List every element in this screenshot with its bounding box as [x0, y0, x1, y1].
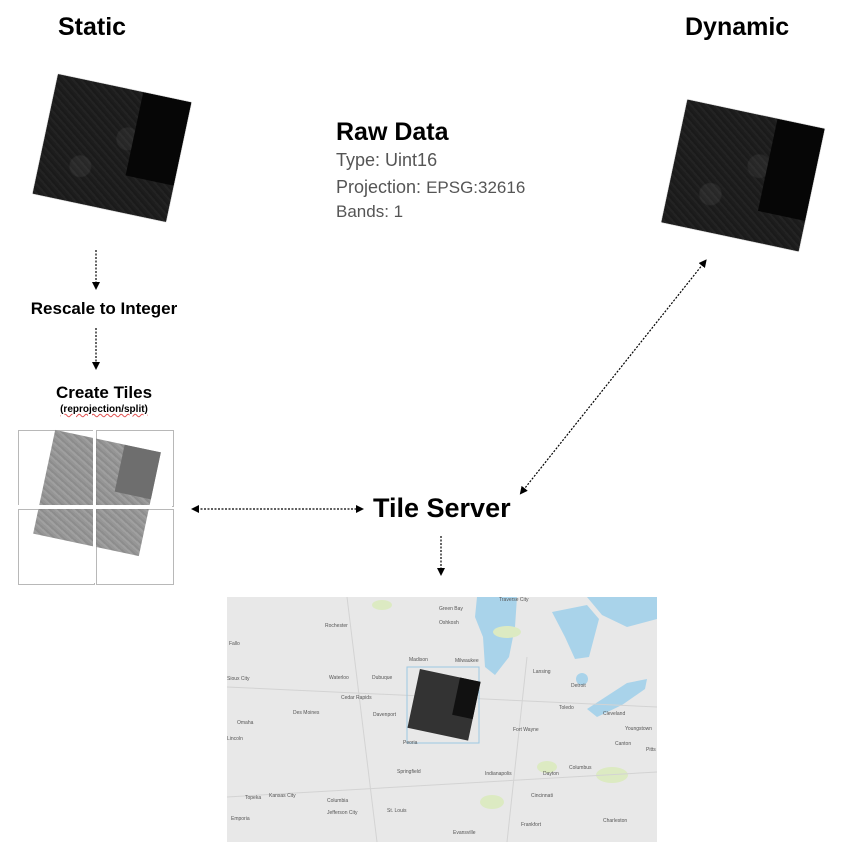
map-label: Jefferson City — [327, 810, 358, 816]
map-label: Davenport — [373, 712, 397, 718]
map-label: Madison — [409, 657, 428, 663]
map-label: Canton — [615, 741, 632, 747]
map-label: Columbia — [327, 798, 349, 804]
map-label: Lincoln — [227, 736, 243, 742]
map-label: Waterloo — [329, 675, 349, 681]
tile-divider-horizontal — [18, 505, 172, 509]
map-label: Pitts — [646, 747, 656, 753]
tile-server-label: Tile Server — [373, 493, 511, 523]
map-label: Milwaukee — [455, 658, 479, 664]
map-view: Green Bay Traverse City Oshkosh Rocheste… — [227, 597, 657, 842]
lake-superior — [587, 597, 657, 627]
road — [227, 771, 657, 798]
map-label: Evansville — [453, 830, 476, 836]
map-label: Green Bay — [439, 606, 463, 612]
map-label: Frankfort — [521, 822, 542, 828]
map-label: Detroit — [571, 683, 586, 689]
map-label: Topeka — [245, 795, 262, 801]
rescale-step: Rescale to Integer — [30, 299, 178, 318]
map-label: Springfield — [397, 769, 421, 775]
lake-huron — [552, 605, 599, 659]
road — [506, 656, 528, 842]
map-label: Dubuque — [372, 675, 393, 681]
arrow-dynamic-tile-server — [519, 259, 707, 495]
create-tiles-subtitle: (reprojection/split) — [60, 404, 148, 415]
green-area — [493, 626, 521, 638]
dynamic-heading: Dynamic — [685, 13, 790, 41]
green-area — [537, 761, 557, 773]
map-label: Cincinnati — [531, 793, 553, 799]
raw-data-type: Type: Uint16 — [336, 150, 438, 170]
map-label: Columbus — [569, 765, 592, 771]
map-label: Cedar Rapids — [341, 695, 372, 701]
static-heading: Static — [58, 13, 127, 41]
map-label: Oshkosh — [439, 620, 459, 626]
map-label: Youngstown — [625, 726, 653, 732]
map-features — [227, 597, 657, 842]
map-label: Kansas City — [269, 793, 296, 799]
map-label: Dayton — [543, 771, 559, 777]
create-tiles-step: Create Tiles — [55, 383, 153, 402]
lake-st-clair — [576, 673, 588, 685]
green-area — [480, 795, 504, 809]
map-label: St. Louis — [387, 808, 407, 814]
lake-erie — [587, 679, 647, 717]
map-label: Emporia — [231, 816, 250, 822]
map-label: Fort Wayne — [513, 727, 539, 733]
map-label: Peoria — [403, 740, 418, 746]
lake-michigan — [475, 597, 517, 675]
map-satellite-lake — [452, 677, 481, 720]
map-label: Fallo — [229, 641, 240, 647]
map-label: Omaha — [237, 720, 254, 726]
map-satellite-overlay — [407, 669, 481, 741]
map-label: Sioux City — [227, 676, 250, 682]
green-area — [372, 600, 392, 610]
raw-data-bands: Bands: 1 — [336, 202, 404, 221]
map-label: Indianapolis — [485, 771, 512, 777]
map-label: Toledo — [559, 705, 574, 711]
map-label: Rochester — [325, 623, 348, 629]
map-label: Charleston — [603, 818, 628, 824]
overlay-bounds — [406, 666, 480, 744]
map-label: Lansing — [533, 669, 551, 675]
map-label: Cleveland — [603, 711, 626, 717]
raw-data-projection: Projection: EPSG:32616 — [336, 177, 526, 197]
raw-data-title: Raw Data — [336, 118, 449, 146]
map-label: Des Moines — [293, 710, 320, 716]
road — [346, 597, 378, 842]
raw-data-block: Raw Data Type: Uint16 Projection: EPSG:3… — [336, 117, 525, 223]
map-label: Traverse City — [499, 597, 529, 603]
